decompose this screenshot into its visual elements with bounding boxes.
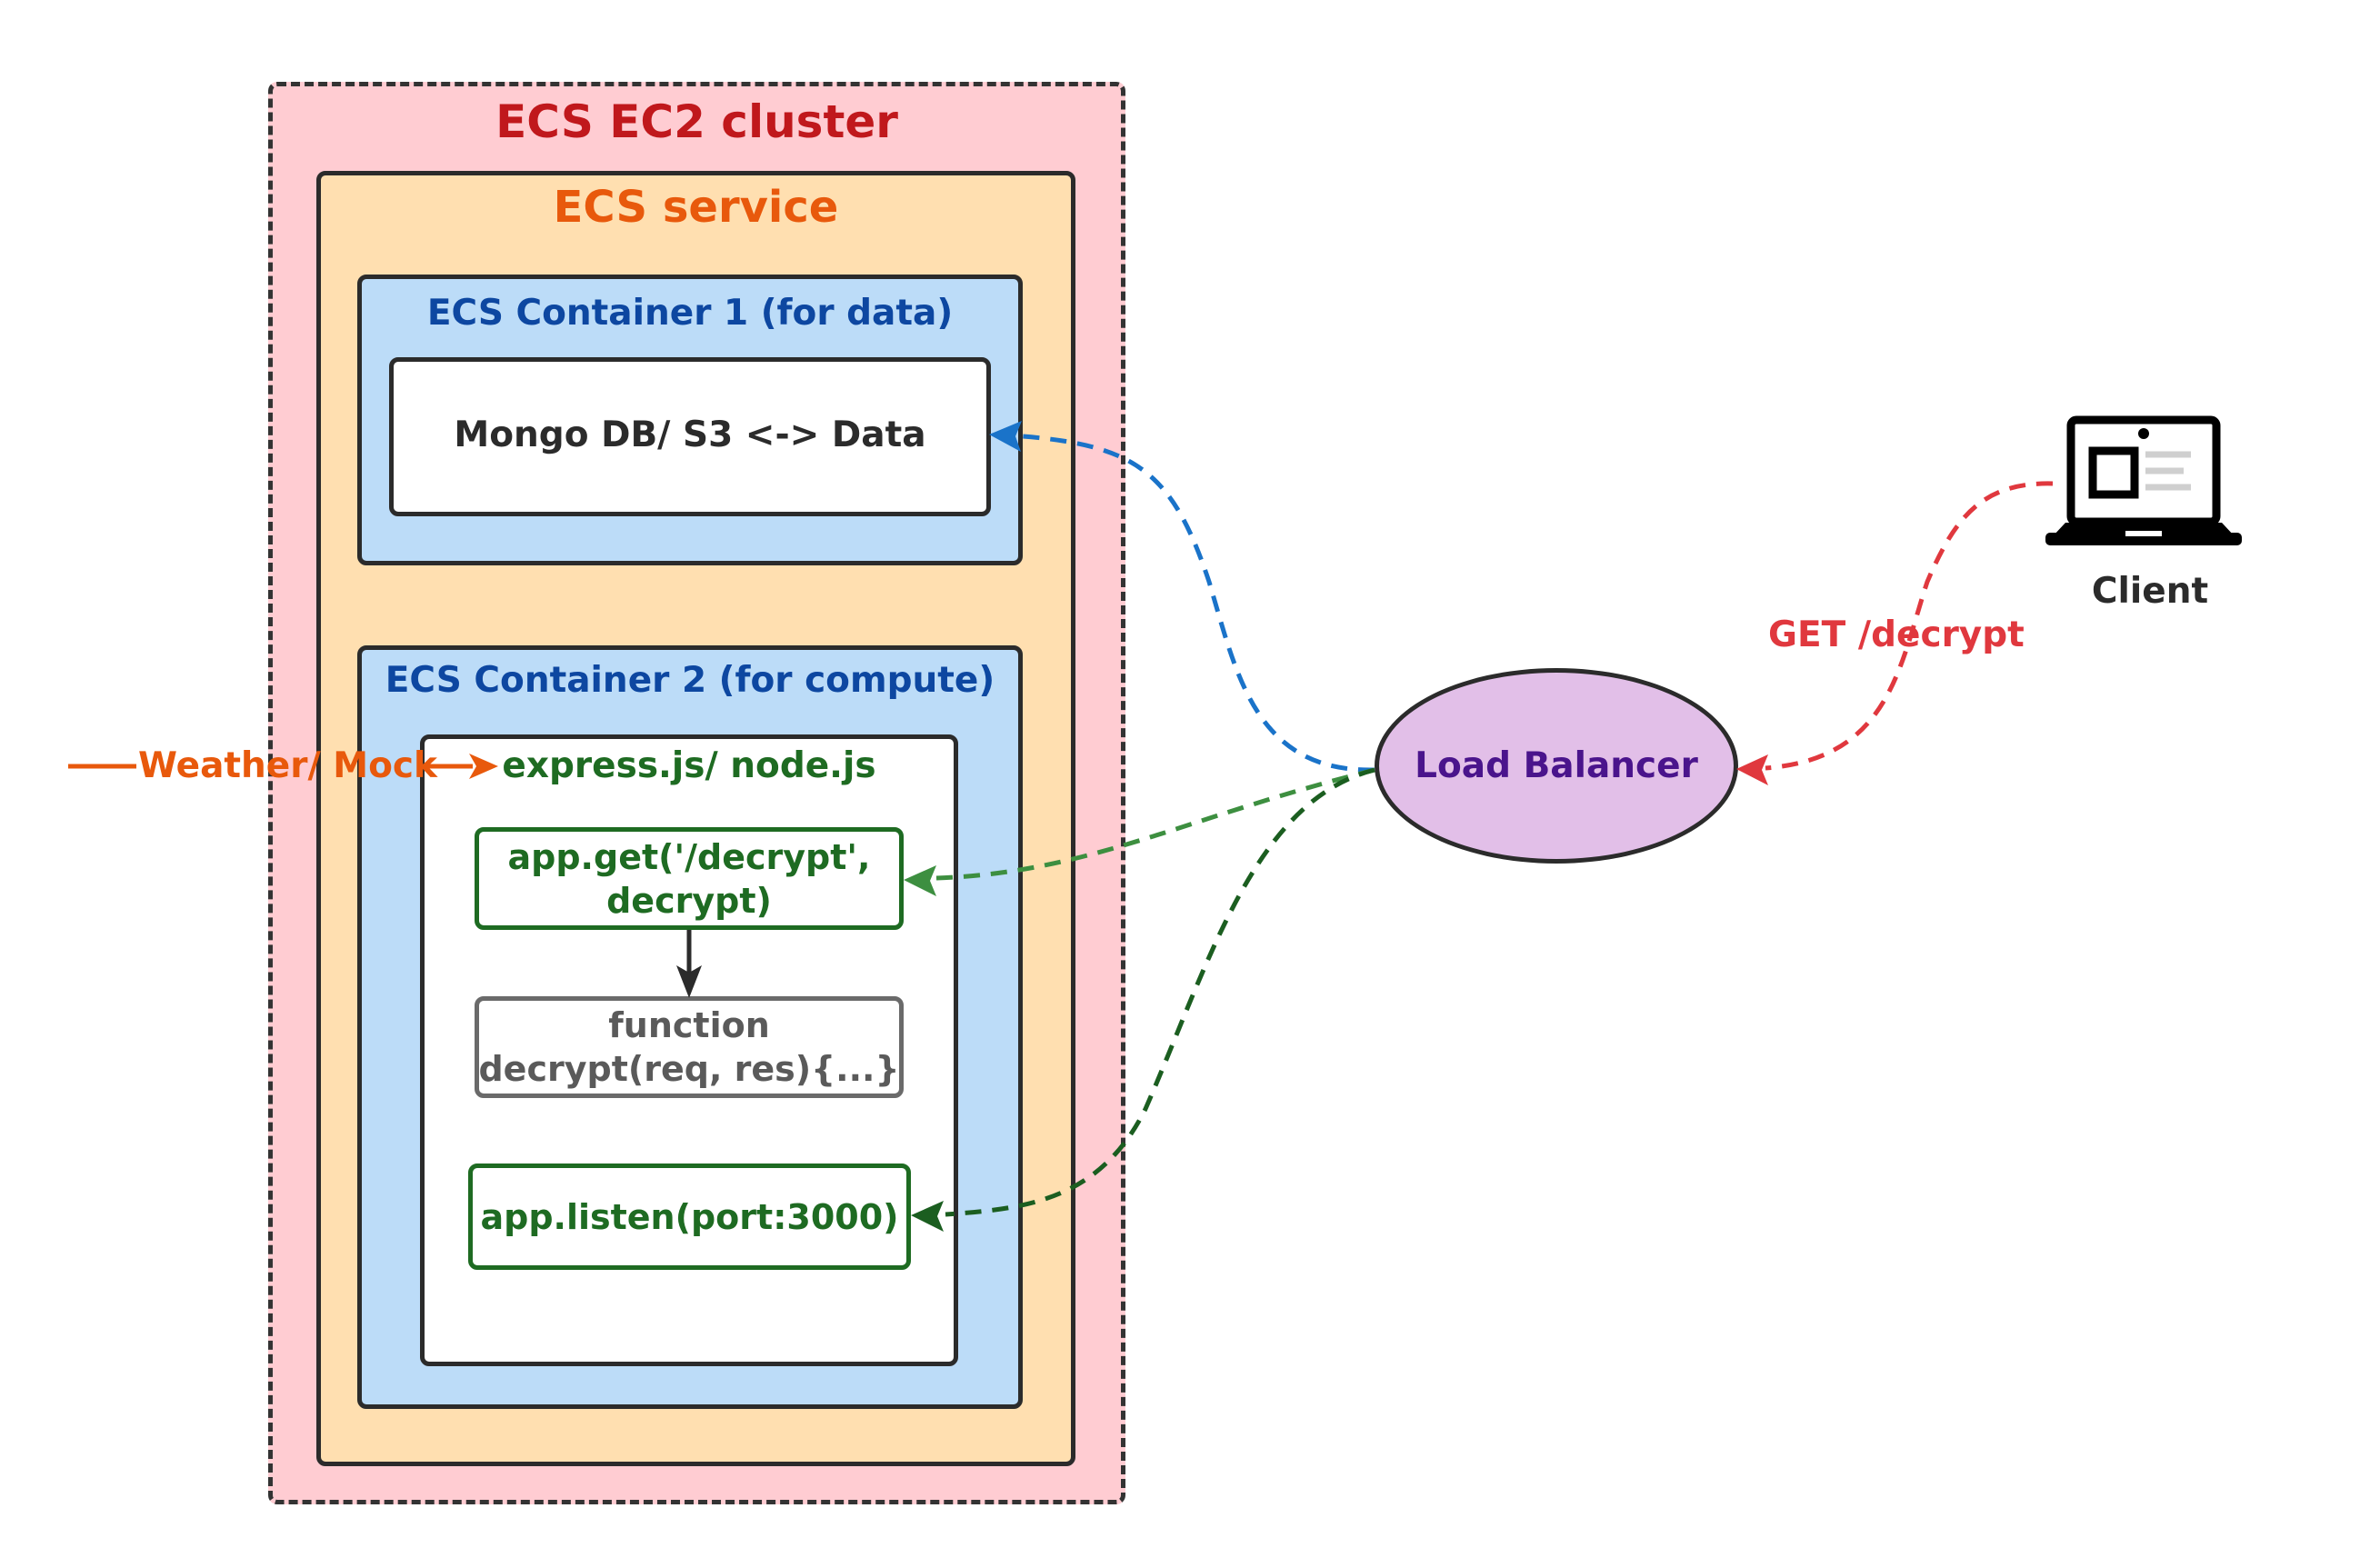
route-box: app.get('/decrypt', decrypt): [475, 827, 904, 930]
load-balancer: Load Balancer: [1375, 668, 1738, 864]
service-title: ECS service: [553, 182, 839, 233]
external-input-label: Weather/ Mock: [138, 745, 437, 786]
lb-to-route-arrow: [904, 767, 1375, 896]
data-store-box: [389, 357, 991, 516]
laptop-icon: [2045, 415, 2242, 545]
external-input-arrow: [68, 754, 498, 779]
runtime-label: express.js/ node.js: [502, 745, 876, 786]
client-label: Client: [2091, 571, 2209, 612]
load-balancer-label: Load Balancer: [1415, 745, 1698, 786]
listen-label: app.listen(port:3000): [480, 1196, 899, 1237]
request-label: GET /decrypt: [1768, 614, 2025, 655]
route-label: app.get('/decrypt', decrypt): [507, 836, 871, 921]
listen-box: app.listen(port:3000): [468, 1164, 911, 1270]
route-to-handler-arrow: [676, 930, 702, 998]
lb-to-data-arrow: [989, 421, 1375, 773]
handler-box: function decrypt(req, res){...}: [475, 996, 904, 1098]
data-store-label: Mongo DB/ S3 <-> Data: [454, 414, 926, 455]
handler-label: function decrypt(req, res){...}: [478, 1005, 900, 1089]
cluster-title: ECS EC2 cluster: [495, 95, 898, 148]
client-to-lb-arrow: [1736, 481, 2054, 785]
container1-title: ECS Container 1 (for data): [426, 293, 954, 334]
lb-to-listen-arrow: [911, 767, 1375, 1232]
container2-title: ECS Container 2 (for compute): [385, 660, 995, 701]
